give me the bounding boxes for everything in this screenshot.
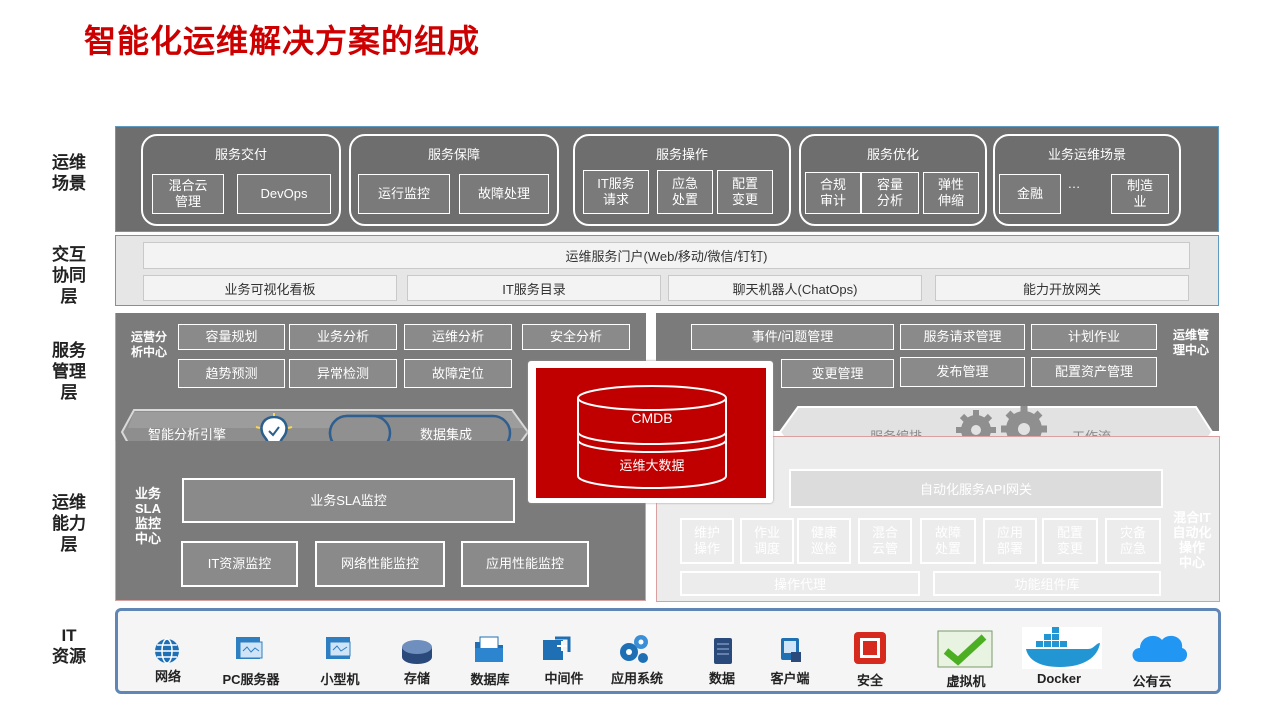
analytics-tile: 运维分析 xyxy=(404,324,512,350)
interaction-item: 业务可视化看板 xyxy=(143,275,397,301)
automation-bottom-bar: 功能组件库 xyxy=(933,571,1161,596)
client-icon xyxy=(781,638,801,662)
automation-tile: 灾备 应急 xyxy=(1105,518,1161,564)
row-label-scenes: 运维 场景 xyxy=(52,153,86,193)
analytics-tile: 异常检测 xyxy=(289,359,397,388)
ops-tile: 事件/问题管理 xyxy=(691,324,894,350)
public-cloud-icon xyxy=(1132,635,1188,662)
scene-item: 配置 变更 xyxy=(717,170,773,214)
scene-group-title: 服务交付 xyxy=(214,147,267,162)
sla-item: IT资源监控 xyxy=(181,541,298,587)
sla-monitor-box: 业务SLA监控 xyxy=(182,478,515,523)
analytics-tile: 故障定位 xyxy=(404,359,512,388)
automation-tile: 作业 调度 xyxy=(740,518,794,564)
scene-item: 运行监控 xyxy=(358,174,450,214)
ops-tile: 配置资产管理 xyxy=(1031,357,1157,387)
resource-label: 小型机 xyxy=(320,672,360,687)
scene-item: 应急 处置 xyxy=(657,170,713,214)
ops-tile: 服务请求管理 xyxy=(900,324,1025,350)
resource-label: PC服务器 xyxy=(222,672,280,687)
database-folder-icon xyxy=(475,636,503,662)
resource-label: 网络 xyxy=(154,669,181,684)
automation-tile: 应用 部署 xyxy=(983,518,1037,564)
network-icon xyxy=(155,638,179,664)
storage-icon xyxy=(402,640,432,664)
resource-label: Docker xyxy=(1036,671,1082,686)
automation-center-label: 混合IT 自动化 操作 中心 xyxy=(1172,510,1212,570)
scene-group-delivery: 服务交付 混合云 管理 DevOps xyxy=(141,134,341,226)
automation-tile: 故障 处置 xyxy=(920,518,976,564)
automation-tile: 混合 云管 xyxy=(858,518,912,564)
docker-icon xyxy=(1022,627,1102,669)
scene-group-optimization: 服务优化 合规 审计 容量 分析 弹性 伸缩 xyxy=(799,134,987,226)
analytics-tile: 业务分析 xyxy=(289,324,397,350)
interaction-item: 聊天机器人(ChatOps) xyxy=(668,275,922,301)
engine-label: 智能分析引擎 xyxy=(148,427,227,442)
integration-label: 数据集成 xyxy=(420,427,473,442)
automation-bottom-bar: 操作代理 xyxy=(680,571,920,596)
resource-label: 数据 xyxy=(708,671,735,686)
row-label-service-mgmt: 服务 管理 层 xyxy=(52,341,86,402)
security-icon xyxy=(854,632,886,664)
cmdb-label: CMDB xyxy=(631,410,673,426)
scene-group-title: 服务保障 xyxy=(427,147,480,162)
analytics-center-label: 运营分 析中心 xyxy=(130,330,167,359)
portal-bar: 运维服务门户(Web/移动/微信/钉钉) xyxy=(143,242,1190,269)
scene-item: DevOps xyxy=(237,174,331,214)
sla-center-label: 业务 SLA 监控 中心 xyxy=(134,486,161,546)
ops-mgmt-center-label: 运维管 理中心 xyxy=(1172,328,1209,357)
resource-label: 公有云 xyxy=(1132,674,1172,689)
row-label-ops-capability: 运维 能力 层 xyxy=(52,493,86,554)
scene-item: 容量 分析 xyxy=(861,172,919,214)
ops-tile: 发布管理 xyxy=(900,357,1025,387)
analytics-tile: 容量规划 xyxy=(178,324,285,350)
resource-label: 中间件 xyxy=(544,671,584,686)
analytics-tile: 安全分析 xyxy=(522,324,630,350)
scene-item: IT服务 请求 xyxy=(583,170,649,214)
middleware-icon xyxy=(543,636,571,660)
scene-group-operation: 服务操作 IT服务 请求 应急 处置 配置 变更 xyxy=(573,134,791,226)
scene-group-title: 业务运维场景 xyxy=(1047,147,1126,162)
scene-group-title: 服务操作 xyxy=(655,147,708,162)
page-title: 智能化运维解决方案的组成 xyxy=(84,23,481,59)
sla-item: 应用性能监控 xyxy=(461,541,589,587)
automation-tile: 维护 操作 xyxy=(680,518,734,564)
resource-label: 存储 xyxy=(403,671,430,686)
database-icon xyxy=(577,385,727,489)
scene-item: 弹性 伸缩 xyxy=(923,172,979,214)
row-label-interaction: 交互 协同 层 xyxy=(52,245,86,306)
minicomputer-icon xyxy=(326,637,351,659)
api-gateway: 自动化服务API网关 xyxy=(789,469,1163,508)
ops-tile: 计划作业 xyxy=(1031,324,1157,350)
automation-tile: 健康 巡检 xyxy=(797,518,851,564)
scene-item: 制造 业 xyxy=(1111,174,1169,214)
analytics-tile: 趋势预测 xyxy=(178,359,285,388)
interaction-item: IT服务目录 xyxy=(407,275,661,301)
app-system-icon xyxy=(620,635,648,663)
scene-group-title: 服务优化 xyxy=(866,147,919,162)
bigdata-label: 运维大数据 xyxy=(619,458,685,473)
sla-item: 网络性能监控 xyxy=(315,541,445,587)
scene-group-business: 业务运维场景 金融 … 制造 业 xyxy=(993,134,1181,226)
scene-group-assurance: 服务保障 运行监控 故障处理 xyxy=(349,134,559,226)
pc-server-icon xyxy=(236,637,263,659)
data-icon xyxy=(714,638,732,664)
resource-label: 客户端 xyxy=(770,671,810,686)
scene-item: 故障处理 xyxy=(459,174,549,214)
ellipsis: … xyxy=(1067,176,1081,191)
resource-label: 虚拟机 xyxy=(946,674,986,689)
scene-item: 金融 xyxy=(999,174,1061,214)
cmdb-block xyxy=(536,368,766,498)
virtual-machine-icon xyxy=(937,630,993,668)
resource-label: 数据库 xyxy=(470,672,510,687)
scene-item: 混合云 管理 xyxy=(152,174,224,214)
interaction-item: 能力开放网关 xyxy=(935,275,1189,301)
scene-item: 合规 审计 xyxy=(805,172,861,214)
resource-label: 应用系统 xyxy=(610,671,663,686)
row-label-it-resources: IT 资源 xyxy=(52,626,86,666)
ops-tile: 变更管理 xyxy=(781,359,894,388)
automation-tile: 配置 变更 xyxy=(1042,518,1098,564)
resource-label: 安全 xyxy=(856,673,883,688)
